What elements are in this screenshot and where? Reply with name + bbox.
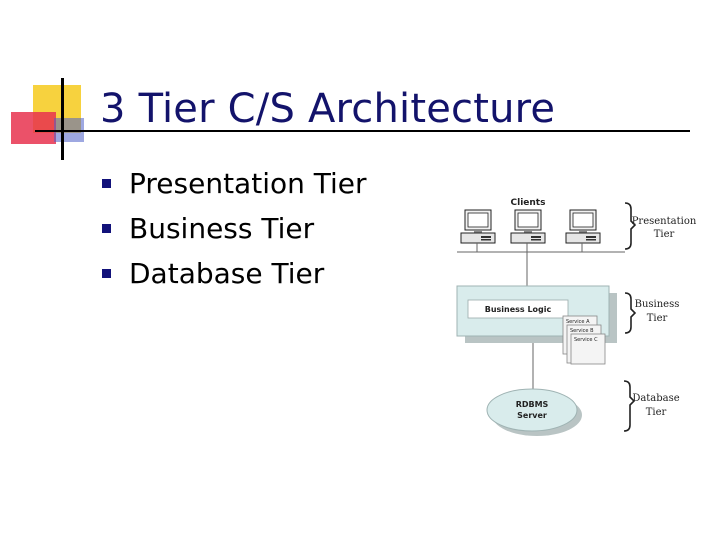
business-logic-label: Business Logic: [485, 305, 552, 314]
bullet-text: Database Tier: [129, 257, 325, 290]
client-computer-icon: [460, 209, 496, 244]
slide-title: 3 Tier C/S Architecture: [100, 86, 556, 132]
bullet-marker-icon: [102, 224, 111, 233]
clients-label: Clients: [511, 198, 546, 208]
presentation-tier-label-line1: Presentation: [632, 216, 697, 227]
title-underline: [35, 130, 690, 132]
bullet-text: Business Tier: [129, 212, 315, 245]
database-tier-label-line1: Database: [632, 393, 679, 404]
three-tier-diagram: Clients Business Logic Service A Service…: [456, 198, 697, 436]
service-a-label: Service A: [566, 319, 590, 325]
service-card-c: Service C: [570, 333, 606, 365]
business-tier-label-line2: Tier: [647, 313, 668, 324]
title-ornament-red: [11, 112, 56, 144]
presentation-tier-label-line2: Tier: [654, 229, 675, 240]
database-label-line2: Server: [517, 411, 547, 420]
client-computer-icon: [510, 209, 546, 244]
service-b-label: Service B: [570, 328, 594, 334]
service-c-label: Service C: [574, 337, 598, 343]
bullet-text: Presentation Tier: [129, 167, 367, 200]
title-ornament-vertical-line: [61, 78, 64, 160]
bullet-marker-icon: [102, 179, 111, 188]
bullet-marker-icon: [102, 269, 111, 278]
presentation-tier-bracket: [624, 202, 637, 250]
business-logic-block: Business Logic: [456, 285, 617, 343]
database-tier-bracket: [623, 380, 636, 432]
business-tier-label-line1: Business: [635, 299, 680, 310]
database-label-line1: RDBMS: [516, 400, 549, 409]
business-tier-bracket: [624, 292, 637, 334]
client-computer-icon: [565, 209, 601, 244]
database-server-icon: RDBMS Server: [486, 388, 582, 436]
database-tier-label-line2: Tier: [646, 407, 667, 418]
